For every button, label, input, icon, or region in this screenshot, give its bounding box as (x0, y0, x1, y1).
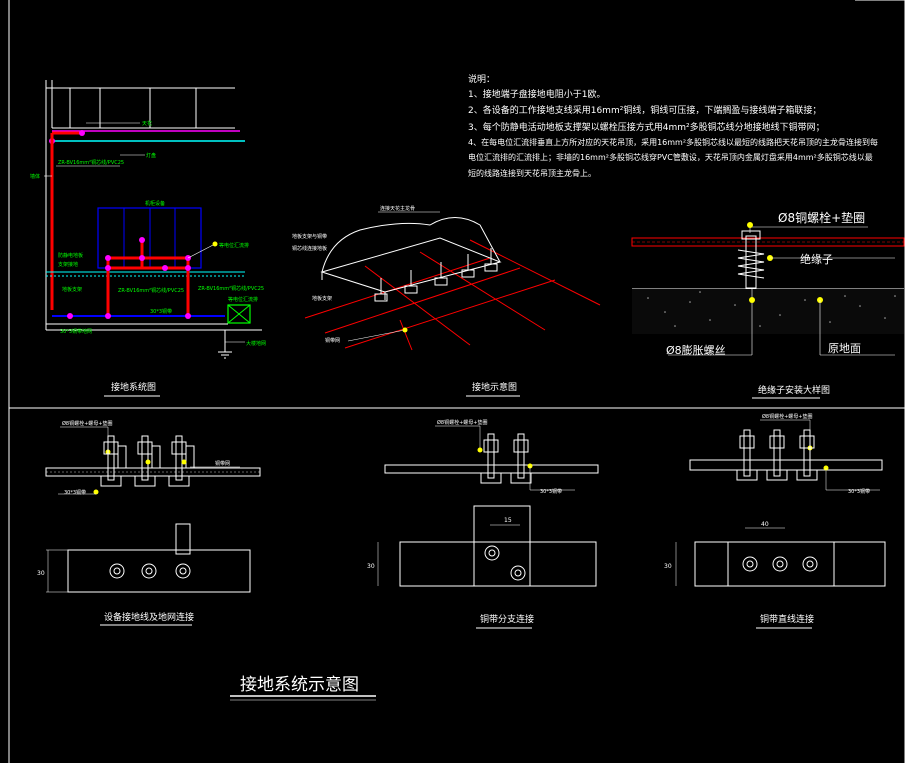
eq-plan-strip (67, 549, 251, 593)
floor-cover (321, 217, 501, 273)
copper-net-label: 铜带网 (325, 337, 340, 344)
equipotential-label: 等电位汇流排 (219, 242, 249, 249)
straight-conn-caption: 铜带直线连接 (760, 613, 814, 625)
st-bolt-note: Ø8铜螺栓+螺母+垫圈 (762, 413, 813, 420)
st-strip (689, 459, 883, 471)
note-line-5: 电位汇流排的汇流排上；非墙的16mm²多股铜芯线穿PVC管敷设，天花吊顶内金属灯… (468, 152, 873, 162)
light-label: 灯盘 (146, 152, 156, 159)
floor-surface-label: 原地面 (828, 342, 861, 355)
equipment-label: 机柜设备 (145, 200, 165, 207)
note-line-6: 短的线路连接到天花吊顶主龙骨上。 (468, 168, 596, 178)
anchor-bolt (745, 235, 757, 289)
bracket-label: 支架接地 (58, 261, 78, 268)
note-line-1: 1、接地端子盘接地电阻小于1欧。 (468, 88, 605, 100)
system-diagram-view: 天花 灯盘 墙体 ZR-BV16mm²铜芯线/PVC25 机柜设备 防静电地板 … (30, 80, 266, 397)
br-strip (384, 464, 599, 474)
expansion-bolt-label: Ø8膨胀螺丝 (666, 343, 726, 357)
drawing-title: 接地系统示意图 (240, 675, 359, 695)
floor-conn-label: 地板支架与铜带 (292, 233, 327, 240)
insulator-detail-caption: 绝缘子安装大样图 (758, 384, 830, 396)
st-plan-strip (694, 541, 886, 587)
bolt-washer-label: Ø8铜螺栓+垫圈 (778, 210, 865, 225)
concrete-texture (647, 291, 896, 327)
st-strip-note: 30*3铜带 (848, 488, 870, 495)
terminal-box (227, 304, 251, 324)
eq-bolt-note: Ø8铜螺栓+螺母+垫圈 (62, 420, 113, 427)
eq-dim-label: 30 (37, 570, 45, 577)
wall-label: 墙体 (30, 173, 40, 180)
note-line-4: 4、在每电位汇流排垂直上方所对应的天花吊顶，采用16mm²多股铜芯线以最短的线路… (468, 137, 878, 147)
cable-top-label: ZR-BV16mm²铜芯线/PVC25 (58, 159, 124, 166)
branch-conn-caption: 铜带分支连接 (480, 613, 534, 625)
notes-heading: 说明： (468, 73, 495, 85)
ceiling-label: 天花 (142, 120, 152, 127)
grounding-schematic-caption: 接地示意图 (472, 381, 517, 393)
br-dim-side: 30 (367, 563, 375, 570)
equipment-conn-view: Ø8铜螺栓+螺母+垫圈 铜带网 30*3铜带 30 设备接地线及地网连接 (37, 420, 261, 626)
pedestal-label: 地板支架 (62, 286, 82, 293)
insulator-body (737, 249, 765, 279)
st-dim-side: 30 (664, 563, 672, 570)
insulator-detail-view: Ø8铜螺栓+垫圈 绝缘子 Ø8膨胀螺丝 原地面 绝缘子安装大样图 (631, 210, 905, 399)
note-line-2: 2、各设备的工作接地支线采用16mm²铜线，铜线可压接，下端搁盈与接线端子箱联接… (468, 104, 821, 116)
br-strip-note: 30*3铜带 (540, 488, 562, 495)
system-diagram-caption: 接地系统图 (111, 381, 156, 393)
ground-label: 大楼地网 (246, 340, 266, 347)
eq-strip-note: 30*3铜带 (64, 489, 86, 496)
st-dim-top: 40 (761, 521, 769, 528)
cable-mid-label: ZR-BV16mm²铜芯线/PVC25 (118, 287, 184, 294)
insulator-label: 绝缘子 (800, 252, 833, 266)
notes-block: 说明： 1、接地端子盘接地电阻小于1欧。 2、各设备的工作接地支线采用16mm²… (468, 73, 878, 178)
terminal-box-label: 等电位汇流排 (228, 296, 258, 303)
cable-mid2-label: ZR-BV16mm²铜芯线/PVC25 (198, 285, 264, 292)
grounding-schematic-view: 连接天花主龙骨 地板支架与铜带 铜芯线连接地板 地板支架 铜带网 接地示意图 (292, 205, 601, 397)
floor-stand-label: 地板支架 (312, 295, 332, 302)
equipment-conn-caption: 设备接地线及地网连接 (104, 611, 194, 623)
wire-conn-label: 铜芯线连接地板 (292, 245, 327, 252)
floor-label: 防静电地板 (58, 252, 83, 259)
branch-conn-view: Ø8铜螺栓+螺母+垫圈 30*3铜带 15 30 铜带分支连接 (367, 419, 599, 629)
br-dim-top: 15 (504, 517, 512, 524)
bottom-note: 30*3铜带地网 (60, 328, 92, 335)
straight-conn-view: Ø8铜螺栓+螺母+垫圈 30*3铜带 40 30 铜带直线连接 (664, 413, 886, 629)
eq-copper-label: 铜带网 (215, 460, 230, 467)
copper-strip-label: 30*3铜带 (150, 308, 172, 315)
br-bolt-note: Ø8铜螺栓+螺母+垫圈 (437, 419, 488, 426)
note-line-3: 3、每个防静电活动地板支撑架以螺栓压接方式用4mm²多股铜芯线分地接地线下铜带网… (468, 121, 825, 133)
ceiling-conn-label: 连接天花主龙骨 (380, 205, 415, 212)
